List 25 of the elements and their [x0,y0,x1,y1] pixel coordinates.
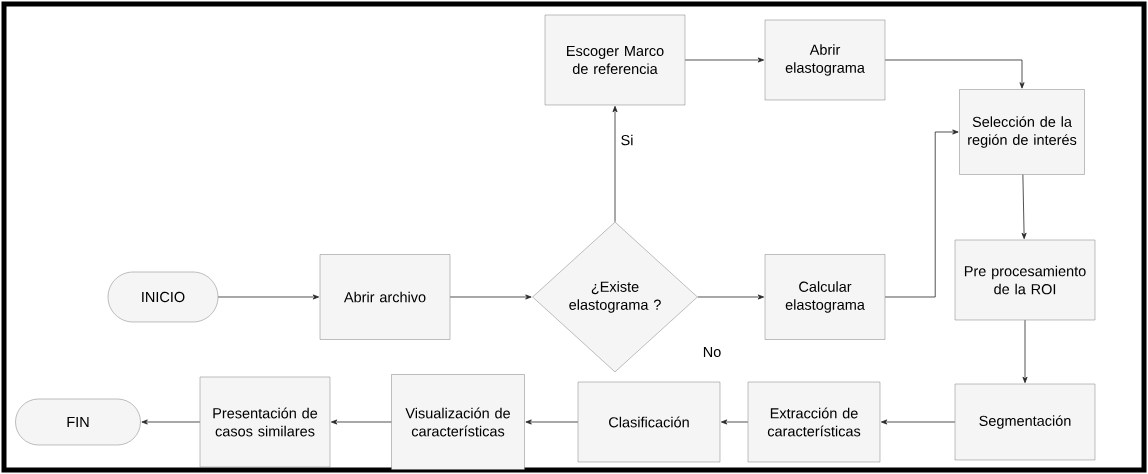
process-box: Abrir archivo [319,254,451,340]
arrow [141,419,201,425]
arrow [525,419,579,425]
process-box: Segmentación [954,383,1096,461]
arrow [612,105,618,223]
process-box: Escoger Marco de referencia [544,14,686,106]
arrow [217,294,320,300]
arrow [720,419,749,425]
process-box: Clasificación [577,381,721,463]
process-box: Selección de la región de interés [959,89,1085,175]
arrow [884,129,959,298]
process-box: Visualización de características [391,374,525,470]
arrow [684,57,765,63]
process-box: Pre procesamiento de la ROI [954,239,1096,321]
arrow [880,419,956,425]
arrow [1022,319,1028,384]
process-box: Abrir elastograma [764,19,886,101]
arrow [330,419,392,425]
process-box: Extracción de características [747,381,881,463]
arrow [449,294,532,300]
process-box: Calcular elastograma [764,254,886,340]
arrow [884,59,1025,89]
arrow [1021,174,1027,240]
arrow [697,294,765,300]
process-box: Presentación de casos similares [199,376,331,468]
